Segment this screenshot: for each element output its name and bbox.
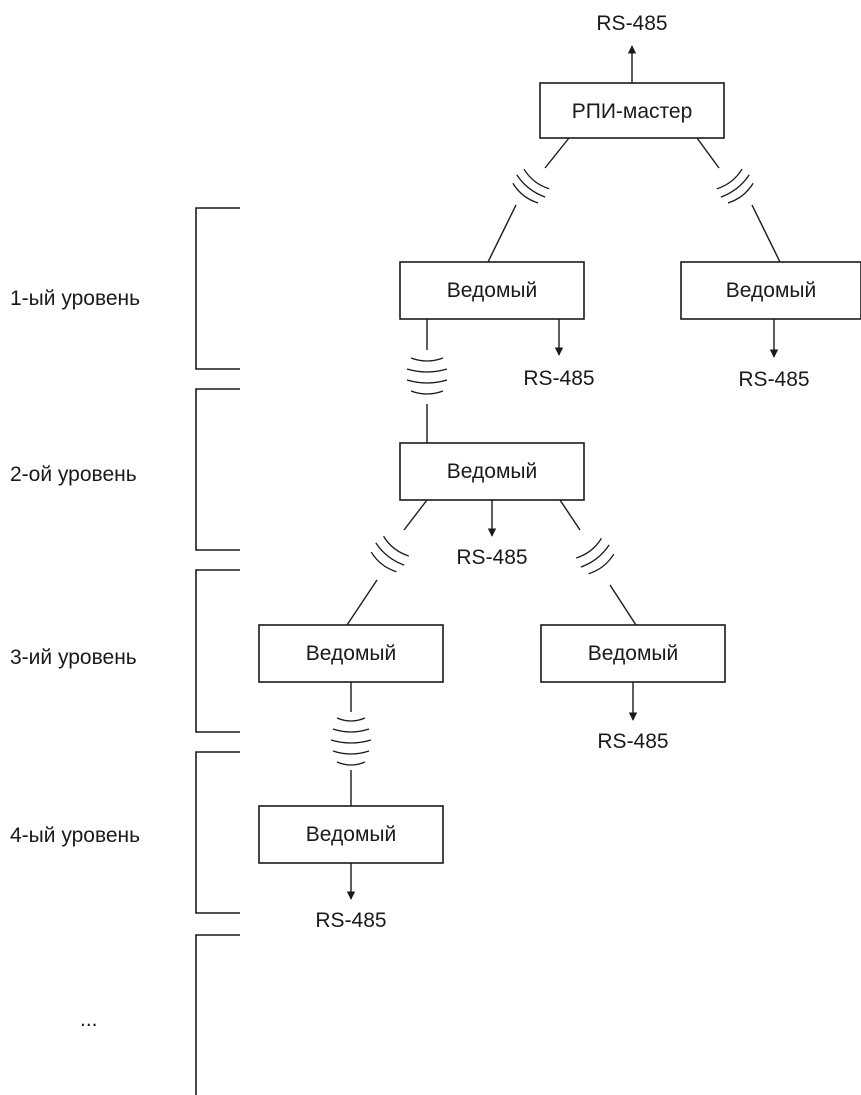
- radio-link-node-1-to-node-3: [406, 319, 448, 443]
- radio-wave-icon: [330, 717, 372, 766]
- radio-link-node-3-to-node-5: [559, 499, 637, 626]
- slave-node-5-box: [540, 624, 726, 683]
- slave-node-4-label: Ведомый: [306, 642, 396, 665]
- level-1-bracket: [195, 207, 240, 370]
- slave-node-6-label: Ведомый: [306, 823, 396, 846]
- radio-wave-icon: [512, 168, 550, 204]
- level-3-bracket: [195, 569, 240, 733]
- master-output-label: RS-485: [596, 12, 667, 35]
- radio-link-node-4-to-node-6: [330, 682, 372, 806]
- radio-link-master-to-node-1: [487, 137, 570, 263]
- level-more-label: ...: [80, 1008, 98, 1031]
- slave-node-5-label: Ведомый: [588, 642, 678, 665]
- slave-node-2-label: Ведомый: [726, 279, 816, 302]
- master-box: [539, 82, 725, 139]
- slave-node-5-output-label: RS-485: [597, 730, 668, 753]
- radio-wave-icon: [370, 535, 409, 573]
- slave-node-3-label: Ведомый: [447, 460, 537, 483]
- radio-wave-icon: [576, 537, 615, 575]
- slave-node-2-output-label: RS-485: [738, 368, 809, 391]
- level-4-label: 4-ый уровень: [10, 824, 140, 847]
- radio-wave-icon: [716, 168, 754, 204]
- slave-node-1-output-label: RS-485: [523, 367, 594, 390]
- slave-node-3-box: [399, 442, 585, 501]
- slave-node-1-box: [399, 261, 585, 320]
- radio-link-node-3-to-node-4: [346, 499, 428, 626]
- level-1-label: 1-ый уровень: [10, 287, 140, 310]
- master-label: РПИ-мастер: [572, 100, 693, 123]
- radio-wave-icon: [406, 357, 448, 395]
- level-3-label: 3-ий уровень: [10, 646, 137, 669]
- slave-node-6-output-label: RS-485: [315, 909, 386, 932]
- level-4-bracket: [195, 751, 240, 914]
- radio-link-master-to-node-2: [696, 137, 781, 263]
- slave-node-3-output-label: RS-485: [456, 546, 527, 569]
- level-more-bracket: [195, 934, 240, 1095]
- slave-node-4-box: [258, 624, 444, 683]
- slave-node-2-box: [680, 261, 861, 320]
- slave-node-1-label: Ведомый: [447, 279, 537, 302]
- level-2-label: 2-ой уровень: [10, 463, 137, 486]
- level-2-bracket: [195, 388, 240, 551]
